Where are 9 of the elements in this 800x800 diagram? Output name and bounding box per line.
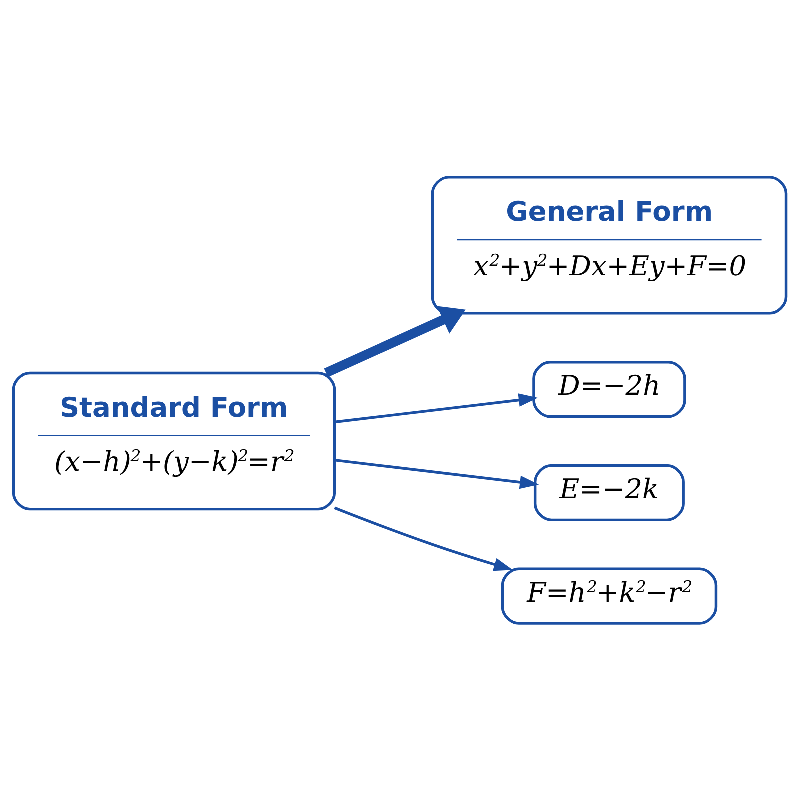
node-box: General Form x$^{2}$+y$^{2}$+Dx+Ey+F=0 xyxy=(431,176,788,314)
arrow xyxy=(334,458,540,489)
node-box: D=−2h xyxy=(532,360,686,418)
node-box: E=−2k xyxy=(534,464,685,522)
node-box: Standard Form (x−h)$^{2}$+(y−k)$^{2}$=r$^{2}$ xyxy=(12,371,336,510)
arrow xyxy=(334,393,538,424)
arrow xyxy=(334,506,514,571)
arrow xyxy=(324,306,466,377)
node-box: F=h$^{2}$+k$^{2}$−r$^{2}$ xyxy=(501,567,718,624)
